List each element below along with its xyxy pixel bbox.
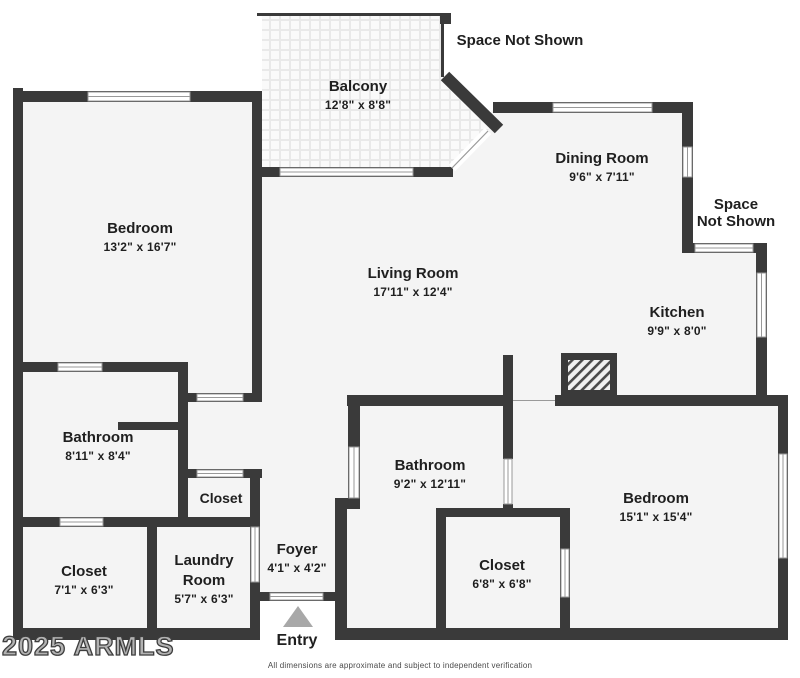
windows-doors	[57, 91, 788, 601]
fireplace-hatch	[568, 360, 610, 390]
entry-arrow-icon	[283, 606, 313, 627]
disclaimer-text: All dimensions are approximate and subje…	[267, 661, 533, 670]
armls-watermark: 2025 ARMLS	[1, 630, 175, 661]
balcony-deck	[262, 16, 492, 167]
